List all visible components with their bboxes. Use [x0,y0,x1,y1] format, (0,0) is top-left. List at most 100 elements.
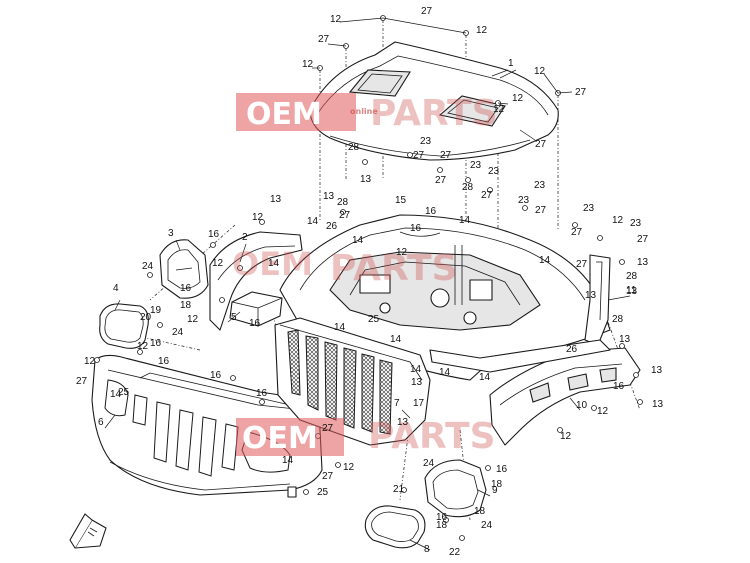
callout-17: 17 [413,398,425,409]
callout-26: 26 [326,221,338,232]
callout-22: 22 [449,547,461,558]
callout-14: 14 [268,258,280,269]
callout-18: 18 [474,506,486,517]
headlight-lens-right [364,505,426,549]
callout-27: 27 [421,6,433,17]
callout-21: 21 [393,484,405,495]
callout-12: 12 [512,93,524,104]
callout-27: 27 [435,175,447,186]
svg-text:OEM: OEM [246,97,322,132]
callout-24: 24 [142,261,154,272]
callout-13: 13 [619,334,631,345]
callout-14: 14 [307,216,319,227]
svg-text:OEM: OEM [242,421,318,456]
callout-14: 14 [539,255,551,266]
callout-12: 12 [302,59,314,70]
callout-28: 28 [462,182,474,193]
callout-16: 16 [436,512,448,523]
svg-text:PARTS: PARTS [368,416,496,457]
callout-16: 16 [210,370,222,381]
callout-13: 13 [651,365,663,376]
callout-16: 16 [158,356,170,367]
callout-18: 18 [436,520,448,531]
callout-7: 7 [394,398,400,409]
callout-18: 18 [491,479,503,490]
callout-14: 14 [334,322,346,333]
callout-23: 23 [518,195,530,206]
callout-14: 14 [439,367,451,378]
callout-11: 11 [626,285,637,296]
callout-12: 12 [560,431,572,442]
callout-10: 10 [576,400,588,411]
callout-28: 28 [612,314,624,325]
callout-27: 27 [576,259,588,270]
headlight-housing-right [424,459,487,518]
callout-12: 12 [597,406,609,417]
callout-14: 14 [390,334,402,345]
watermark-middle: OEM PARTS [232,245,458,289]
callout-23: 23 [488,166,500,177]
callout-27: 27 [481,190,493,201]
callout-13: 13 [360,174,372,185]
callout-16: 16 [496,464,508,475]
callout-20: 20 [140,312,152,323]
callout-25: 25 [317,487,329,498]
callout-12: 12 [330,14,342,25]
callout-12: 12 [612,215,624,226]
callout-12: 12 [493,104,505,115]
callout-13: 13 [585,290,597,301]
callout-13: 13 [323,191,335,202]
callout-12: 12 [252,212,264,223]
callout-15: 15 [395,195,407,206]
callout-24: 24 [172,327,184,338]
callout-14: 14 [410,364,422,375]
callout-12: 12 [187,314,199,325]
callout-numbers: 27 12 12 27 12 11 22 7 12 12 27 28 23 27 27 13 23 23 27 28 2… [76,6,664,558]
lower-crossmember [429,339,611,373]
callout-26: 26 [566,344,578,355]
callout-14: 14 [479,372,491,383]
callout-13: 13 [637,257,649,268]
callout-14: 14 [459,215,471,226]
callout-8: 8 [424,544,430,555]
headlight-housing-left [159,239,209,299]
callout-27: 27 [322,471,334,482]
callout-9: 9 [492,485,498,496]
callout-25: 25 [118,387,130,398]
callout-27: 27 [413,150,425,161]
callout-23: 23 [470,160,482,171]
callout-18: 18 [180,300,192,311]
callout-12: 12 [84,356,96,367]
headlight-lens-left [99,303,149,349]
callout-27: 27 [637,234,649,245]
callout-28: 28 [626,271,638,282]
storage-box [229,291,283,327]
svg-text:PARTS: PARTS [370,93,498,134]
callout-4: 4 [113,283,119,294]
callout-16: 16 [150,338,162,349]
callout-16: 16 [410,223,422,234]
callout-25: 25 [368,314,380,325]
callout-27: 27 [535,139,547,150]
callout-14: 14 [110,389,122,400]
callout-27: 27 [339,210,351,221]
callout-23: 23 [534,180,546,191]
callout-16: 16 [249,318,261,329]
callout-27: 27 [322,423,334,434]
callout-23: 23 [630,218,642,229]
callout-27: 27 [571,227,583,238]
callout-6: 6 [98,417,104,428]
callout-12: 12 [396,247,408,258]
callout-19: 19 [150,305,162,316]
callout-28: 28 [348,142,360,153]
leader-lines [104,17,631,551]
callout-12: 12 [212,258,224,269]
callout-12: 12 [343,462,355,473]
svg-text:OEM: OEM [232,245,313,283]
callout-12: 12 [137,341,149,352]
callout-28: 28 [337,197,349,208]
callout-13: 13 [626,286,638,297]
right-fender-flare [489,347,641,446]
callout-27: 27 [440,150,452,161]
